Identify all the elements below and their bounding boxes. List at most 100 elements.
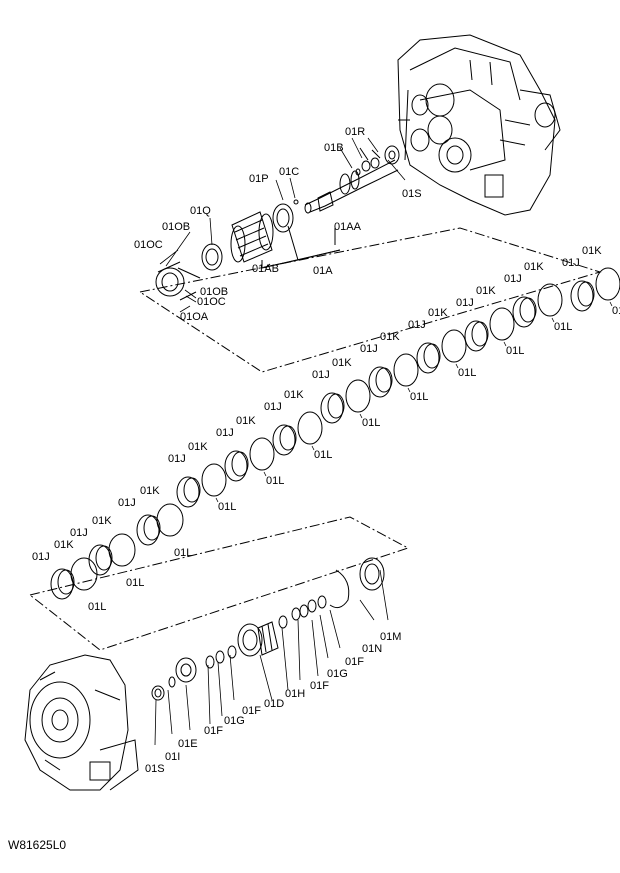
label-01M: 01M <box>380 631 401 643</box>
clutch-plate-K <box>183 477 201 503</box>
leader-line <box>263 471 267 477</box>
label-01J: 01J <box>312 369 330 381</box>
clutch-plate-K <box>231 451 249 477</box>
part-labels: 01R 01B 01S 01C 01P 01Q 01OB 01OC 01AA 0… <box>134 126 422 323</box>
label-01K: 01K <box>380 331 400 343</box>
label-01K: 01K <box>524 261 544 273</box>
clutch-plate-K <box>577 281 595 307</box>
clutch-plate-J <box>368 366 392 398</box>
label-01D: 01D <box>264 698 284 710</box>
clutch-plate-J <box>224 450 248 482</box>
label-01J: 01J <box>408 319 426 331</box>
label-01J: 01J <box>562 257 580 269</box>
clutch-plate-J <box>136 514 160 546</box>
label-01L: 01L <box>266 475 284 487</box>
label-01L: 01L <box>126 577 144 589</box>
label-01AA: 01AA <box>334 221 362 233</box>
clutch-plate-L <box>345 379 371 413</box>
leader-line <box>359 413 363 419</box>
label-01L: 01L <box>88 601 106 613</box>
ring-01I <box>168 676 176 688</box>
label-01L: 01L <box>314 449 332 461</box>
label-01J: 01J <box>504 273 522 285</box>
part-labels-lower: 01M 01N 01F 01G 01F 01H 01D 01F 01G 01F … <box>145 631 401 775</box>
label-01S-bottom: 01S <box>145 763 165 775</box>
leader-line <box>407 387 411 393</box>
label-01L: 01L <box>506 345 524 357</box>
label-01OC-b: 01OC <box>197 296 226 308</box>
clutch-plate-J <box>88 544 112 576</box>
ring-01F <box>205 655 215 669</box>
clutch-plate-K <box>375 367 393 393</box>
clutch-plate-L <box>70 557 98 591</box>
clutch-plate-J <box>176 476 200 508</box>
label-01H: 01H <box>285 688 305 700</box>
leader-line <box>455 363 459 369</box>
clutch-plate-L <box>201 463 227 497</box>
output-shaft-parts <box>151 569 350 701</box>
label-01Q: 01Q <box>190 205 211 217</box>
ring-01F <box>317 595 327 609</box>
label-01K: 01K <box>428 307 448 319</box>
clutch-plate-K <box>423 343 441 369</box>
label-01K: 01K <box>140 485 160 497</box>
label-01K: 01K <box>284 389 304 401</box>
clutch-plate-K <box>279 425 297 451</box>
label-01OB-b: 01OB <box>200 286 228 298</box>
label-01G-2: 01G <box>224 715 245 727</box>
clutch-plate-L <box>108 533 136 567</box>
shaft-assembly-01a <box>155 145 400 301</box>
lower-group-border <box>28 516 410 651</box>
leader-line <box>215 497 219 503</box>
label-01L: 01L <box>362 417 380 429</box>
label-01E: 01E <box>178 738 198 750</box>
clutch-plate-J <box>50 568 74 600</box>
clutch-plate-J <box>416 342 440 374</box>
label-01P: 01P <box>249 173 269 185</box>
label-01L: 01L <box>554 321 572 333</box>
label-01AB: 01AB <box>252 263 279 275</box>
label-01C: 01C <box>279 166 299 178</box>
leader-line <box>503 341 507 347</box>
label-01OA: 01OA <box>180 311 209 323</box>
clutch-plate-J <box>512 296 536 328</box>
clutch-plate-L <box>595 267 620 301</box>
transmission-housing-top <box>397 34 561 216</box>
leader-lines <box>154 137 406 746</box>
label-01N: 01N <box>362 643 382 655</box>
label-01I: 01I <box>165 751 180 763</box>
label-01J: 01J <box>168 453 186 465</box>
label-01A: 01A <box>313 265 333 277</box>
clutch-plate-stack <box>50 267 620 688</box>
clutch-plate-L <box>249 437 275 471</box>
label-01F-1: 01F <box>345 656 364 668</box>
label-01L: 01L <box>174 547 192 559</box>
clutch-plate-L <box>297 411 323 445</box>
clutch-plate-K <box>57 569 75 595</box>
label-01L: 01L <box>218 501 236 513</box>
label-01R: 01R <box>345 126 365 138</box>
ring-01F <box>227 645 237 659</box>
leader-line <box>551 317 555 323</box>
plate-labels: 01L01J01K01L01J01K01L01J01K01L01J01K01L0… <box>32 245 620 613</box>
clutch-plate-K <box>519 297 537 323</box>
label-01L: 01L <box>458 367 476 379</box>
diagram-code: W81625L0 <box>8 838 67 852</box>
ring-01G <box>307 599 317 613</box>
label-01J: 01J <box>70 527 88 539</box>
label-01G-1: 01G <box>327 668 348 680</box>
clutch-plate-J <box>570 280 594 312</box>
clutch-plate-L <box>393 353 419 387</box>
label-01J: 01J <box>360 343 378 355</box>
leader-line <box>311 445 315 451</box>
clutch-plate-L <box>537 283 563 317</box>
ring-01M <box>359 557 385 591</box>
label-01F-3: 01F <box>242 705 261 717</box>
label-01J: 01J <box>32 551 50 563</box>
clutch-plate-L <box>441 329 467 363</box>
label-01J: 01J <box>118 497 136 509</box>
label-01K: 01K <box>54 539 74 551</box>
label-01K: 01K <box>92 515 112 527</box>
